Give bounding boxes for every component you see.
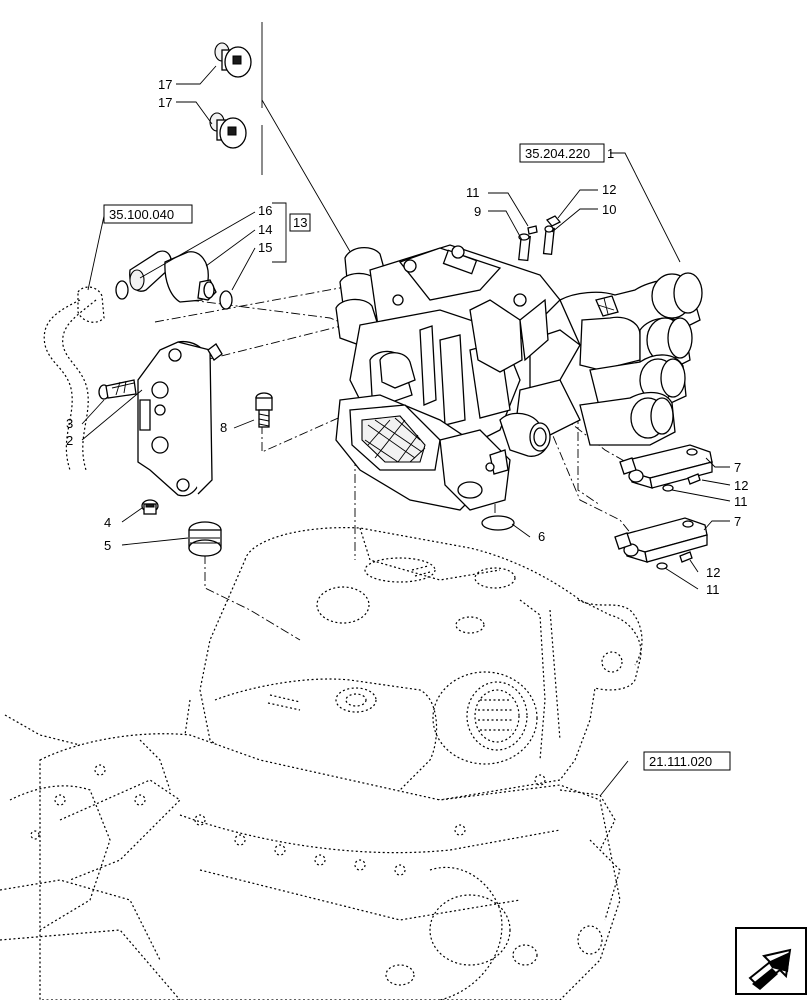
part-6-oring	[481, 515, 515, 531]
main-control-valve	[335, 244, 703, 511]
part-11-clip	[527, 225, 538, 235]
part-4-screw	[141, 499, 159, 515]
part-11-clip-lower	[656, 562, 668, 570]
reference-21-111-020[interactable]: 21.111.020	[643, 751, 731, 771]
part-5-plug	[188, 521, 222, 557]
part-12-clip	[545, 215, 562, 227]
callout-leaders	[81, 65, 731, 797]
callout-labels: 17 17 16 14 15 13 3 2 8 4 5 6 1 11 9 12 …	[66, 77, 748, 597]
part-17-knob-lower	[209, 112, 247, 149]
reference-35-100-040[interactable]: 35.100.040	[103, 204, 193, 224]
part-10-pin	[542, 225, 555, 256]
next-page-arrow-icon[interactable]	[735, 927, 807, 995]
part-15-oring	[219, 290, 233, 310]
reference-label: 35.204.220	[525, 146, 590, 161]
part-17-knob-upper	[214, 42, 252, 78]
callout-7: 7	[734, 460, 741, 475]
callout-12: 12	[602, 182, 616, 197]
callout-13-box	[289, 213, 311, 232]
callout-6: 6	[538, 529, 545, 544]
callout-8: 8	[220, 420, 227, 435]
callout-17: 17	[158, 77, 172, 92]
callout-16: 16	[258, 203, 272, 218]
callout-17: 17	[158, 95, 172, 110]
callout-9: 9	[474, 204, 481, 219]
callout-15: 15	[258, 240, 272, 255]
callout-4: 4	[104, 515, 111, 530]
callout-11: 11	[466, 185, 480, 200]
callout-7: 7	[734, 514, 741, 529]
callout-14: 14	[258, 222, 272, 237]
part-9-pin	[518, 233, 531, 262]
callout-13: 13	[293, 215, 307, 230]
part-3-bolt	[98, 379, 137, 400]
callout-5: 5	[104, 538, 111, 553]
callout-1: 1	[607, 146, 614, 161]
reference-label: 35.100.040	[109, 207, 174, 222]
part-8-bolt	[255, 392, 273, 428]
callout-2: 2	[66, 433, 73, 448]
reference-35-204-220[interactable]: 35.204.220	[519, 143, 605, 163]
part-2-mounting-plate	[137, 340, 223, 497]
part-16-oring	[115, 280, 129, 300]
callout-11: 11	[706, 582, 720, 597]
part-12-clip-lower	[679, 551, 693, 563]
part-14-valve-cartridge	[129, 250, 217, 303]
callout-12: 12	[734, 478, 748, 493]
hydraulic-hose	[43, 286, 105, 471]
callout-3: 3	[66, 416, 73, 431]
part-7-bracket-lower	[614, 517, 708, 563]
part-12-clip-upper	[687, 473, 701, 485]
reference-label: 21.111.020	[649, 754, 712, 769]
callout-12: 12	[706, 565, 720, 580]
part-11-clip-upper	[662, 484, 674, 492]
part-7-bracket-upper	[619, 444, 713, 489]
callout-10: 10	[602, 202, 616, 217]
transmission-housing	[0, 527, 643, 1000]
callout-11: 11	[734, 494, 748, 509]
